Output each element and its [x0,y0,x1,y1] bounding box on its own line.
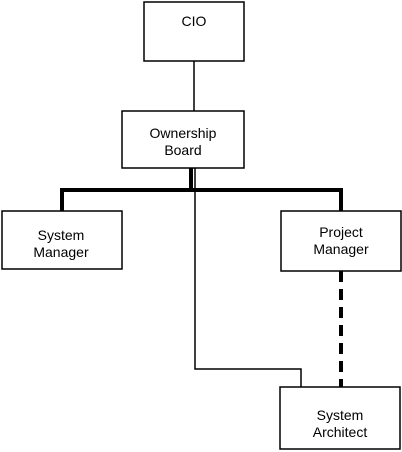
node-system-architect-label-line1: System [317,407,364,423]
node-ownership-board-label-line2: Board [164,142,201,158]
node-system-architect-box [279,386,401,450]
node-cio: CIO [143,1,245,62]
node-system-manager-label-line2: Manager [33,244,89,260]
node-project-manager-box [280,210,402,272]
node-system-manager-box [1,210,123,270]
node-system-manager-label-line1: System [38,227,85,243]
node-system-architect-label-line2: Architect [313,424,368,440]
node-system-architect: System Architect [279,386,401,450]
node-cio-box [143,1,245,62]
node-cio-label: CIO [182,13,207,29]
node-project-manager: Project Manager [280,210,402,272]
connector-board-to-system-architect [194,168,302,387]
node-system-manager: System Manager [1,210,123,270]
node-ownership-board-box [121,110,245,169]
node-ownership-board: Ownership Board [121,110,245,169]
node-project-manager-label-line1: Project [319,224,363,240]
node-ownership-board-label-line1: Ownership [150,125,217,141]
node-project-manager-label-line2: Manager [313,241,369,257]
